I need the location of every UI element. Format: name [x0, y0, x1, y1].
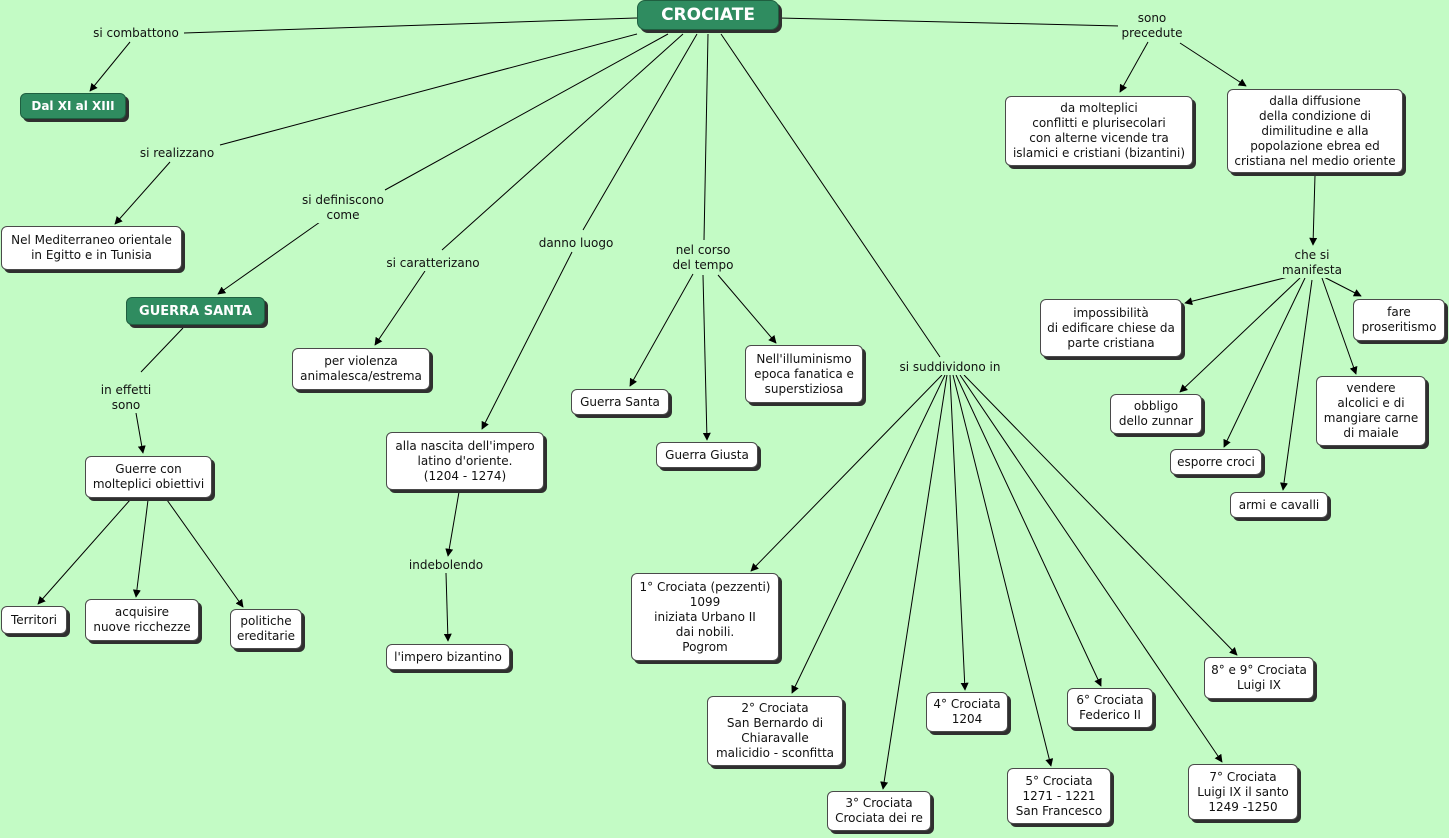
connector-line-31: [1321, 277, 1358, 375]
label-indebolendo: indebolendo: [404, 557, 488, 573]
connector-line-11: [374, 270, 426, 346]
node-crociata-7[interactable]: 7° Crociata Luigi IX il santo 1249 -1250: [1188, 764, 1298, 820]
label-si-realizzano: si realizzano: [134, 145, 220, 161]
node-acquisire-ricchezze[interactable]: acquisire nuove ricchezze: [85, 599, 199, 641]
connector-line-23: [445, 491, 460, 557]
connector-line-36: [952, 374, 1054, 767]
label-si-caratterizano: si caratterizano: [381, 255, 485, 271]
node-territori[interactable]: Territori: [1, 606, 67, 634]
connector-line-25: [1309, 174, 1318, 246]
connector-line-29: [1223, 277, 1306, 448]
connector-line-3: [441, 33, 684, 251]
connector-line-5: [703, 33, 709, 241]
connector-line-35: [949, 374, 969, 691]
connector-line-27: [1319, 274, 1362, 297]
node-guerra-santa[interactable]: Guerra Santa: [571, 389, 669, 415]
node-crociata-5[interactable]: 5° Crociata 1271 - 1221 San Francesco: [1007, 768, 1111, 824]
connector-line-10: [217, 221, 321, 295]
node-illuminismo[interactable]: Nell'illuminismo epoca fanatica e supers…: [745, 345, 863, 403]
connector-line-7: [778, 17, 1121, 27]
node-esporre-croci[interactable]: esporre croci: [1170, 449, 1262, 475]
node-crociata-8-9[interactable]: 8° e 9° Crociata Luigi IX: [1204, 657, 1314, 699]
node-guerra-giusta[interactable]: Guerra Giusta: [656, 442, 758, 468]
node-armi-cavalli[interactable]: armi e cavalli: [1230, 492, 1328, 518]
connector-line-14: [702, 274, 711, 441]
connector-line-19: [135, 412, 146, 454]
connector-line-18: [140, 327, 184, 373]
node-impossibilita-chiese[interactable]: impossibilità di edificare chiese da par…: [1040, 299, 1182, 357]
node-conflitti[interactable]: da molteplici conflitti e plurisecolari …: [1005, 96, 1193, 166]
connector-line-30: [1280, 279, 1313, 491]
label-si-combattono: si combattono: [88, 25, 184, 41]
connector-line-37: [955, 374, 1102, 687]
connector-line-39: [963, 374, 1238, 656]
node-dal-xi-al-xiii[interactable]: Dal XI al XIII: [20, 93, 126, 119]
label-in-effetti-sono: in effetti sono: [95, 383, 157, 413]
node-crociata-2[interactable]: 2° Crociata San Bernardo di Chiaravalle …: [707, 696, 843, 766]
connector-line-9: [114, 161, 171, 225]
node-proseritismo[interactable]: fare proseritismo: [1353, 299, 1445, 341]
connector-line-17: [1179, 42, 1247, 87]
connector-line-32: [750, 374, 943, 572]
node-diffusione[interactable]: dalla diffusione della condizione di dim…: [1227, 89, 1403, 173]
connector-line-26: [1184, 274, 1297, 306]
connector-line-16: [1119, 41, 1149, 93]
node-guerre-obiettivi[interactable]: Guerre con molteplici obiettivi: [85, 456, 212, 498]
label-sono-precedute: sono precedute: [1118, 11, 1186, 41]
node-impero-bizantino[interactable]: l'impero bizantino: [386, 644, 510, 670]
connector-line-21: [132, 499, 149, 598]
root-node-crociate[interactable]: CROCIATE: [637, 0, 779, 30]
label-si-definiscono-come: si definiscono come: [296, 193, 390, 223]
connector-line-24: [443, 572, 452, 642]
connector-line-4: [582, 33, 698, 231]
label-danno-luogo: danno luogo: [533, 235, 619, 251]
node-violenza[interactable]: per violenza animalesca/estrema: [292, 348, 430, 390]
connector-line-22: [166, 499, 244, 608]
node-zunnar[interactable]: obbligo dello zunnar: [1110, 394, 1202, 434]
connector-line-0: [183, 17, 638, 34]
node-politiche-ereditarie[interactable]: politiche ereditarie: [230, 609, 302, 649]
connector-line-28: [1179, 277, 1301, 393]
connector-line-33: [791, 374, 946, 694]
node-crociata-1[interactable]: 1° Crociata (pezzenti) 1099 iniziata Urb…: [631, 573, 779, 661]
connector-line-34: [880, 374, 948, 790]
connector-line-13: [629, 273, 694, 387]
node-impero-latino[interactable]: alla nascita dell'impero latino d'orient…: [386, 432, 544, 490]
node-alcolici[interactable]: vendere alcolici e di mangiare carne di …: [1316, 376, 1426, 446]
connector-line-38: [959, 374, 1223, 763]
connector-line-2: [384, 33, 669, 191]
connector-line-20: [37, 499, 131, 605]
connector-line-6: [720, 33, 941, 358]
node-crociata-6[interactable]: 6° Crociata Federico II: [1067, 688, 1153, 728]
label-nel-corso-del-tempo: nel corso del tempo: [667, 243, 739, 273]
connector-line-12: [481, 251, 573, 430]
label-si-suddividono-in: si suddividono in: [894, 359, 1006, 375]
node-mediterraneo[interactable]: Nel Mediterraneo orientale in Egitto e i…: [1, 226, 182, 270]
node-guerra-santa-main[interactable]: GUERRA SANTA: [126, 297, 265, 325]
connector-line-8: [89, 41, 131, 92]
node-crociata-4[interactable]: 4° Crociata 1204: [926, 692, 1008, 732]
connector-line-15: [717, 274, 777, 344]
label-che-si-manifesta: che si manifesta: [1279, 248, 1345, 278]
node-crociata-3[interactable]: 3° Crociata Crociata dei re: [827, 791, 931, 831]
connector-line-1: [219, 33, 638, 146]
